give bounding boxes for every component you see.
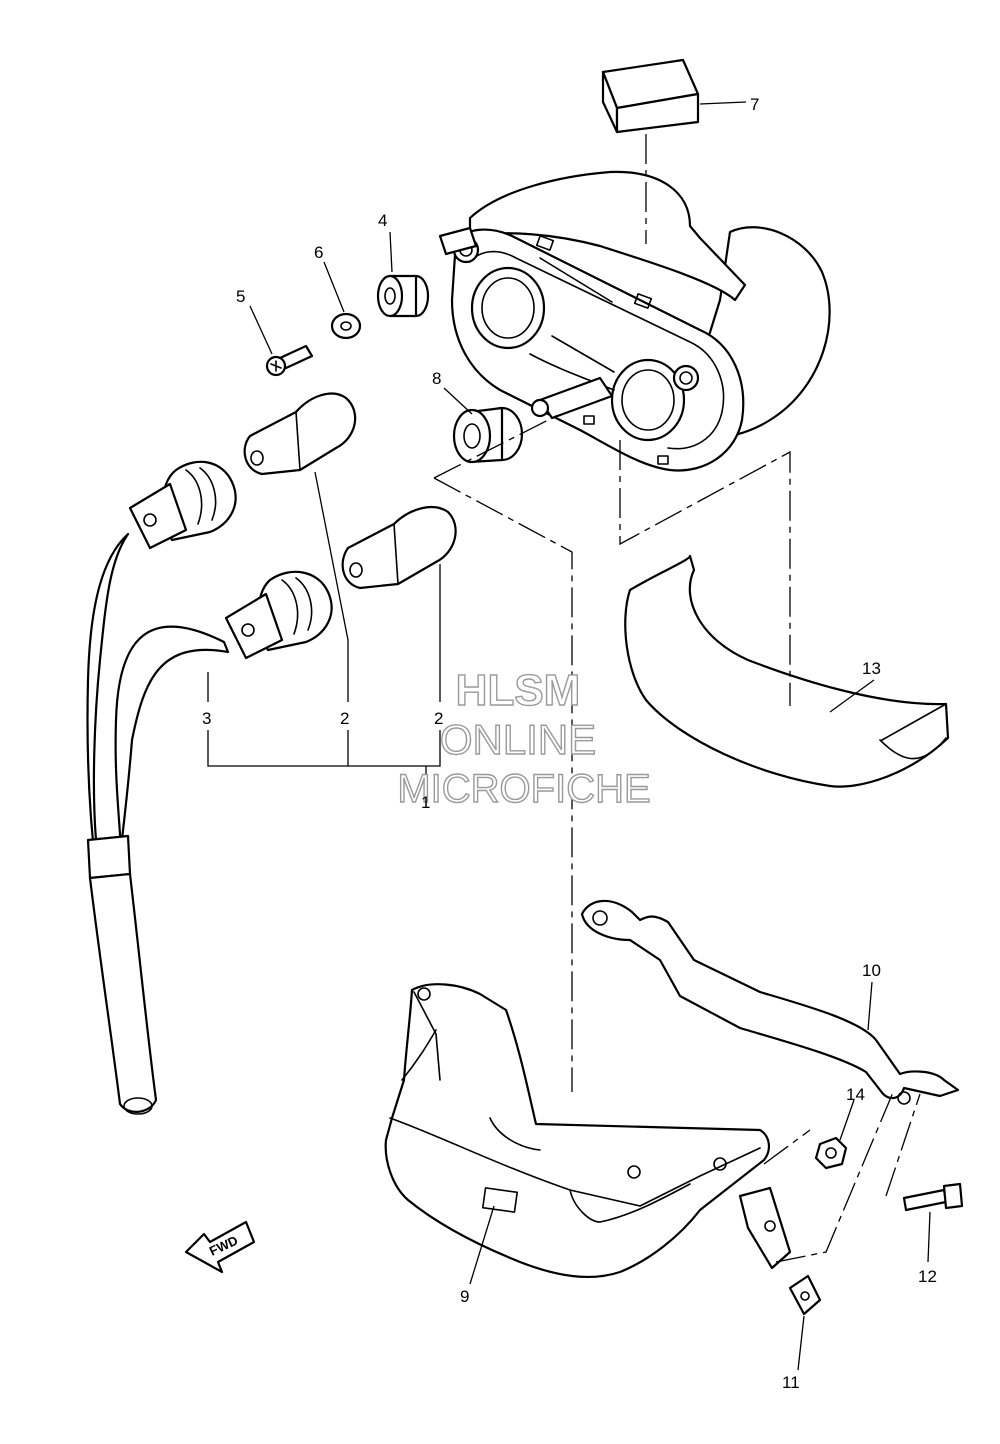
watermark-line-3: MICROFICHE [397,767,650,811]
callout-7: 7 [750,95,759,114]
part-14-nut [814,1136,848,1170]
part-2-bulb-upper [243,392,357,476]
part-8-grommet [452,406,524,464]
callout-14: 14 [846,1085,865,1104]
callout-10: 10 [862,961,881,980]
callout-13: 13 [862,659,881,678]
callout-3: 3 [202,709,211,728]
part-7-label-block [601,58,700,134]
part-2-bulb-lower [341,506,457,590]
part-13-strap [624,554,950,788]
part-6-washer [330,312,362,340]
watermark-line-2: ONLINE [440,716,596,763]
assembly-lines [433,134,921,1263]
part-11-clip-nut [788,1274,822,1316]
callout-11: 11 [782,1373,800,1392]
part-5-screw [265,344,314,377]
callout-4: 4 [378,211,387,230]
part-9-lower-cover [384,983,792,1279]
headlight-housing [438,170,831,472]
callout-2a: 2 [340,709,349,728]
part-12-bolt [902,1182,964,1212]
watermark-line-1: HLSM [456,666,581,715]
callout-12: 12 [918,1267,937,1286]
callout-6: 6 [314,243,323,262]
part-10-bracket [580,899,960,1105]
callout-9: 9 [460,1287,469,1306]
part-4-grommet [376,274,430,318]
leader-lines [207,101,931,1371]
part-3-socket-cord [86,460,333,1115]
callout-labels: 7 4 6 5 8 13 3 2 2 1 10 14 12 9 11 [202,95,937,1392]
callout-1: 1 [421,793,430,812]
callout-5: 5 [236,287,245,306]
callout-2b: 2 [434,709,443,728]
fwd-arrow-icon: FWD [184,1220,256,1274]
watermark: HLSM ONLINE MICROFICHE [397,665,652,811]
callout-8: 8 [432,369,441,388]
